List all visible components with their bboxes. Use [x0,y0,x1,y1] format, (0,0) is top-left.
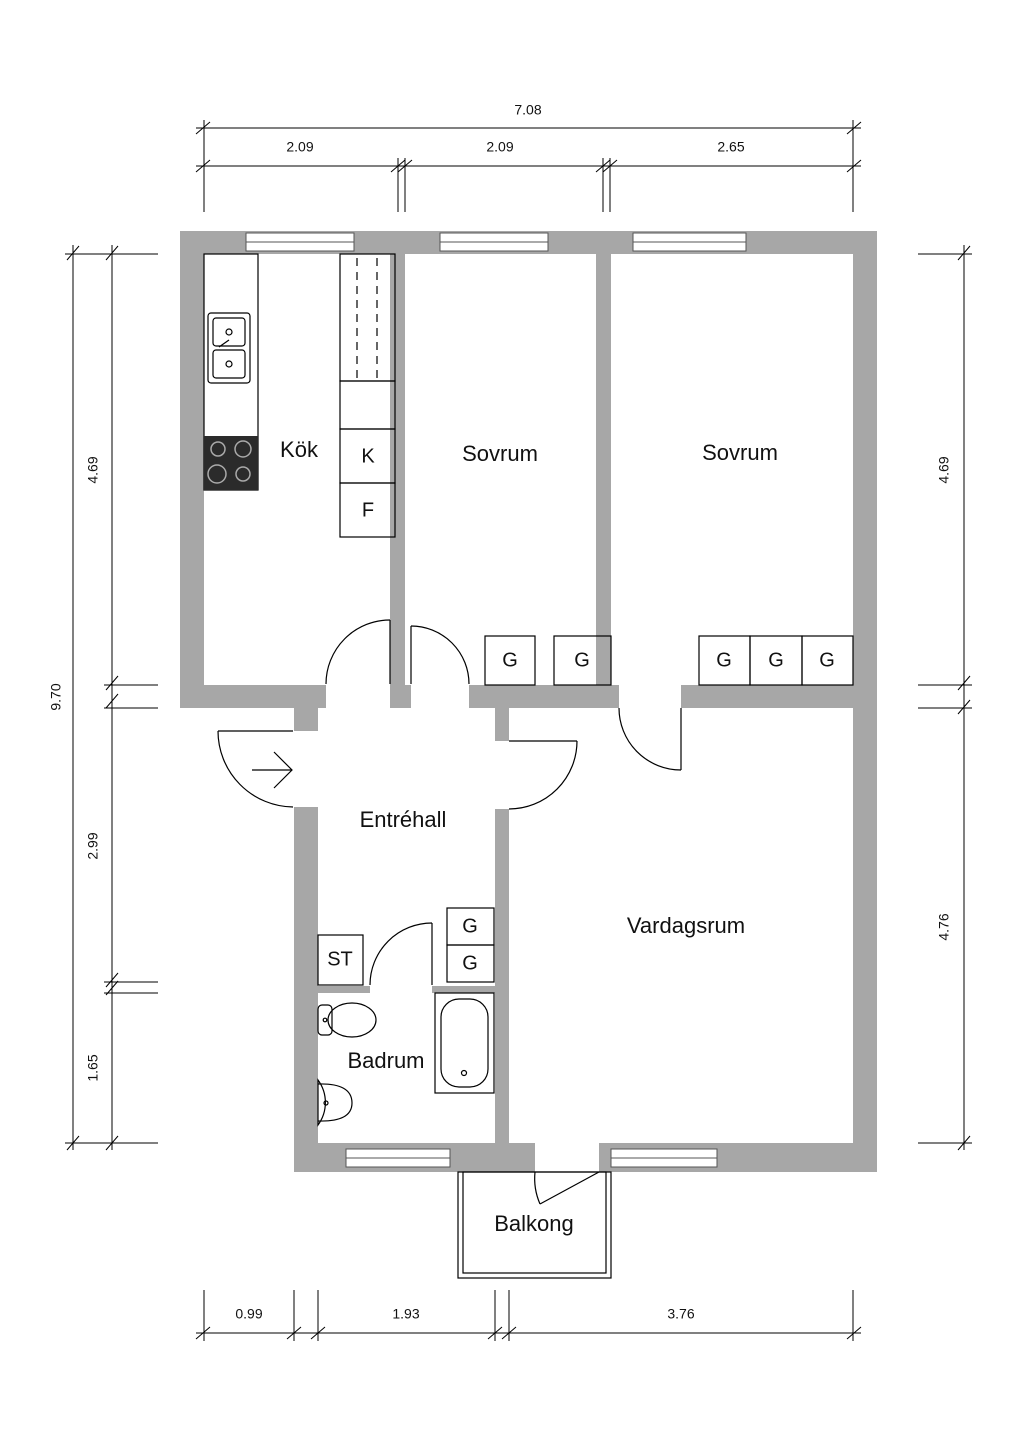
wardrobe-label: G [819,649,835,671]
stove-icon [204,436,258,490]
room-label-kitchen: Kök [280,437,319,462]
wardrobe-label: G [462,952,478,974]
dimensions-bottom [195,1290,862,1341]
door-balcony [534,1171,600,1205]
room-label-hall: Entréhall [360,807,447,832]
dimensions-top [195,120,862,212]
dim-bottom-1: 0.99 [235,1306,262,1322]
doors [217,619,682,1205]
wardrobes [317,635,854,986]
fridge-label: K [361,445,375,467]
walls [180,231,877,1173]
wardrobe-label: G [462,915,478,937]
door-bedroom-2 [618,707,682,771]
window-bathroom [345,1148,451,1168]
door-living [508,740,578,810]
wardrobe-label: G [502,649,518,671]
wardrobe-label: G [574,649,590,671]
dim-top-2: 2.09 [486,139,513,155]
room-label-balcony: Balkong [494,1211,574,1236]
wardrobe-label: G [768,649,784,671]
storage-label: ST [327,948,353,970]
kitchen-fixtures [203,253,396,538]
dimensions-left [65,245,158,1151]
dim-top-3: 2.65 [717,139,744,155]
door-bedroom-1 [410,625,470,685]
dim-bottom-2: 1.93 [392,1306,419,1322]
dim-left-3: 1.65 [85,1054,101,1081]
dim-left-2: 2.99 [85,832,101,859]
dimensions-right [918,245,972,1151]
toilet-icon [317,1002,377,1038]
room-label-bedroom-1: Sovrum [462,441,538,466]
room-label-bedroom-2: Sovrum [702,440,778,465]
entrance-arrow-icon [252,751,293,789]
window-living [610,1148,718,1168]
room-label-living: Vardagsrum [627,913,745,938]
bathtub-icon [434,992,495,1094]
window-bedroom-1 [439,232,549,252]
dim-bottom-3: 3.76 [667,1306,694,1322]
dim-right-1: 4.69 [936,456,952,483]
wardrobe-label: G [716,649,732,671]
dim-left-total: 9.70 [48,683,64,710]
dim-top-1: 2.09 [286,139,313,155]
door-entrance [217,730,294,808]
door-kitchen [325,619,391,685]
window-kitchen [245,232,355,252]
bathroom-fixtures [317,992,495,1127]
dim-top-total: 7.08 [514,102,541,118]
sink-icon [207,312,251,384]
freezer-label: F [362,499,374,521]
window-bedroom-2 [632,232,747,252]
door-bathroom [369,922,433,986]
dim-left-1: 4.69 [85,456,101,483]
dim-right-2: 4.76 [936,913,952,940]
windows [245,232,747,1168]
room-label-bathroom: Badrum [347,1048,424,1073]
washbasin-icon [317,1078,353,1127]
